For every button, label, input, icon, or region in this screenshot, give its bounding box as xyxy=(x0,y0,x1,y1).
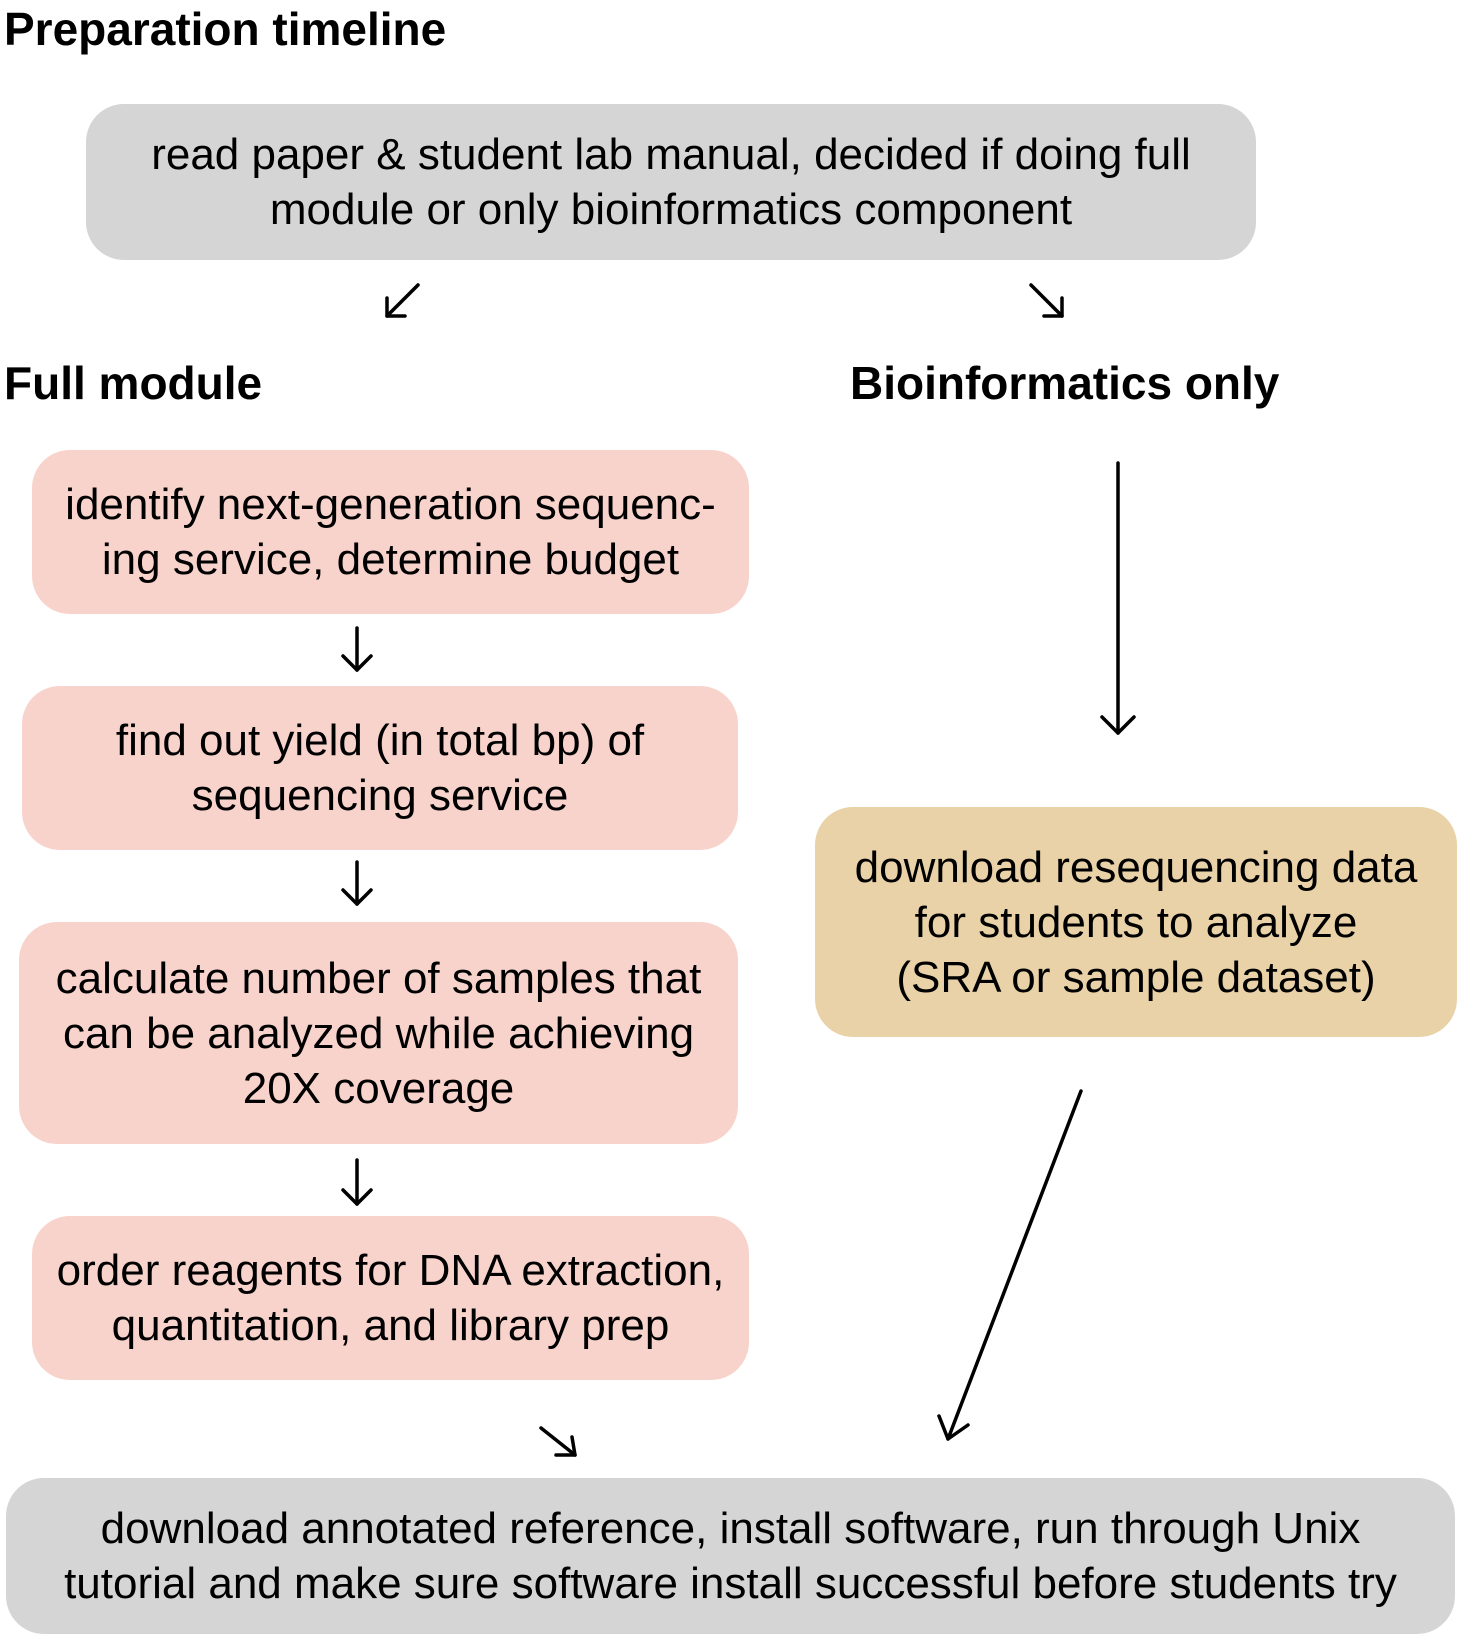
step-calculate-samples: calculate number of samples that can be … xyxy=(19,922,738,1144)
step-text-line: module or only bioinformatics component xyxy=(269,185,1073,234)
bioinformatics-only-heading: Bioinformatics only xyxy=(850,357,1280,409)
diagram-title: Preparation timeline xyxy=(4,3,447,55)
arrow-long-down-icon xyxy=(1100,461,1136,735)
step-read-paper: read paper & student lab manual, decided… xyxy=(86,104,1256,260)
step-text-line: download annotated reference, install so… xyxy=(100,1504,1361,1553)
step-text-line: find out yield (in total bp) of xyxy=(115,716,645,765)
step-text-line: can be analyzed while achieving xyxy=(62,1008,695,1058)
step-text-line: 20X coverage xyxy=(242,1063,515,1113)
step-text-line: for students to analyze xyxy=(914,897,1358,947)
step-find-yield: find out yield (in total bp) of sequenci… xyxy=(22,686,738,850)
arrow-down-right-icon xyxy=(1029,283,1064,318)
step-text-line: order reagents for DNA extraction, xyxy=(56,1246,725,1295)
step-text-line: read paper & student lab manual, decided… xyxy=(151,130,1191,179)
step-text-line: tutorial and make sure software install … xyxy=(64,1559,1397,1608)
full-module-heading: Full module xyxy=(4,357,263,409)
arrow-down-icon xyxy=(341,860,373,906)
arrow-down-icon xyxy=(341,626,373,672)
step-text-line: calculate number of samples that xyxy=(55,953,702,1003)
step-order-reagents: order reagents for DNA extraction, quant… xyxy=(32,1216,749,1380)
step-download-reference-install-software: download annotated reference, install so… xyxy=(6,1478,1455,1634)
step-text-line: sequencing service xyxy=(191,771,569,820)
step-text-line: (SRA or sample dataset) xyxy=(896,952,1376,1002)
step-text-line: download resequencing data xyxy=(854,842,1418,892)
arrow-down-left-icon xyxy=(385,283,420,318)
step-text-line: identify next-generation sequenc- xyxy=(65,480,716,529)
arrow-down-right-icon xyxy=(539,1426,577,1457)
step-download-resequencing-data: download resequencing data for students … xyxy=(815,807,1457,1037)
arrow-long-diagonal-icon xyxy=(937,1089,1083,1441)
step-identify-sequencing-service: identify next-generation sequenc- ing se… xyxy=(32,450,749,614)
step-text-line: quantitation, and library prep xyxy=(111,1301,670,1350)
step-text-line: ing service, determine budget xyxy=(101,535,680,584)
arrow-down-icon xyxy=(341,1158,373,1206)
